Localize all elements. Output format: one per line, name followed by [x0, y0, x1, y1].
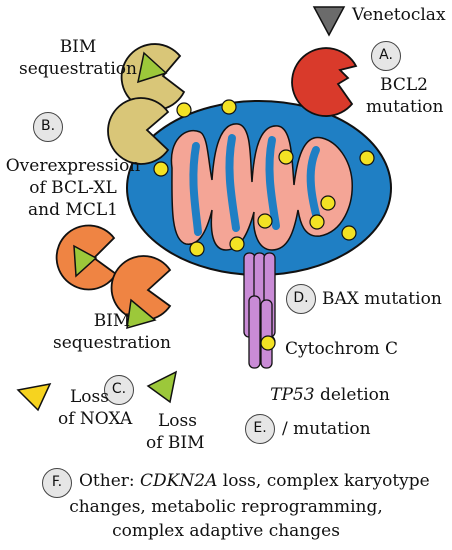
dot [359, 150, 375, 166]
mutation-line: mutation [366, 97, 444, 117]
bim-wedge-icon-2 [73, 244, 98, 278]
bax-mutation-label: BAX mutation [322, 289, 442, 309]
bim-wedge-icon [137, 51, 168, 84]
dot [153, 161, 169, 177]
tp53-deletion: deletion [314, 385, 390, 405]
other-prefix: Other: [79, 471, 141, 491]
noxa-wedge-icon [16, 382, 52, 412]
loss-of-bim-label: Loss of BIM [146, 410, 205, 454]
dot [221, 99, 237, 115]
overexpression-line-3: and MCL1 [28, 200, 118, 220]
dot [176, 102, 192, 118]
tp53-gene: TP53 [270, 385, 315, 405]
badge-c: C. [104, 375, 134, 405]
bim-line: BIM [59, 37, 97, 57]
bim-sequestration-bottom-label: BIM sequestration [52, 310, 172, 354]
badge-b: B. [33, 112, 63, 142]
of-noxa-line: of NOXA [58, 409, 133, 429]
loss-line-bim: Loss [158, 411, 197, 431]
bim-sequestration-top-label: BIM sequestration [18, 36, 138, 80]
dot [320, 195, 336, 211]
other-line-2: changes, metabolic reprogramming, [69, 497, 383, 517]
venetoclax-wedge-icon [312, 6, 346, 37]
bim-loss-wedge-icon [146, 370, 178, 404]
dot [309, 214, 325, 230]
cytochrome-c-release-dot [260, 335, 276, 351]
dot [341, 225, 357, 241]
other-line1-rest: loss, complex karyotype [217, 471, 430, 491]
cytochrom-c-label: Cytochrom C [285, 339, 399, 359]
overexpression-label: Overexpression of BCL-XL and MCL1 [0, 155, 146, 221]
overexpression-line-1: Overexpression [5, 156, 141, 176]
tp53-mutation-label: / mutation [282, 419, 371, 439]
overexpression-line-2: of BCL-XL [29, 178, 117, 198]
bim-wedge-icon-3 [126, 298, 157, 330]
bim-line-bottom: BIM [93, 311, 131, 331]
tp53-label: TP53 deletion [265, 384, 395, 406]
sequestration-line-bottom: sequestration [53, 333, 171, 353]
mitochondrion-inner-matrix [170, 123, 353, 251]
dot [278, 149, 294, 165]
mcl1-protein-icon-2 [110, 255, 172, 321]
loss-of-noxa-label: Loss of NOXA [58, 386, 132, 430]
bcl2-line: BCL2 [380, 75, 428, 95]
cdkn2a-gene: CDKN2A [140, 471, 218, 491]
bcl2-mutant-protein-icon [291, 47, 358, 117]
other-line-3: complex adaptive changes [112, 521, 340, 541]
sequestration-line: sequestration [19, 59, 137, 79]
of-bim-line: of BIM [146, 433, 205, 453]
bax-pore [243, 252, 276, 369]
other-line-1: Other: CDKN2A loss, complex karyotype [79, 470, 430, 492]
badge-a: A. [371, 41, 401, 71]
cytochrome-c-dots [153, 99, 375, 350]
dot [257, 213, 273, 229]
badge-d: D. [286, 284, 316, 314]
venetoclax-label: Venetoclax [352, 5, 446, 25]
loss-line-noxa: Loss [70, 387, 109, 407]
badge-e: E. [245, 414, 275, 444]
mcl1-tan-protein-icon [107, 97, 170, 165]
tp53-line-1: TP53 deletion [265, 384, 395, 406]
dot [189, 241, 205, 257]
bcl2-mutation-label: BCL2 mutation [366, 74, 444, 118]
dot [229, 236, 245, 252]
badge-f: F. [42, 468, 72, 498]
